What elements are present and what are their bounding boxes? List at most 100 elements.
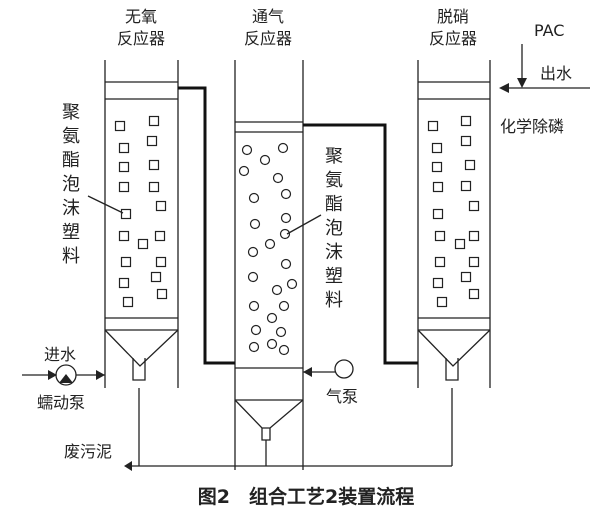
foam-carrier-square (431, 161, 443, 173)
foam-carrier-square (148, 115, 160, 127)
svg-text:泡: 泡 (325, 218, 343, 239)
foam-carrier-circle (286, 278, 298, 290)
pipe-aerated-to-denitrification (303, 123, 418, 365)
foam-carrier-square (432, 181, 444, 193)
foam-pointer-middle (286, 214, 322, 235)
air-pump-label: 气泵 (326, 387, 358, 406)
foam-label-left: 聚 氨 酯 泡 沫 塑 料 (62, 102, 80, 267)
air-pump-icon (334, 359, 354, 379)
foam-carrier-square (114, 120, 126, 132)
foam-carrier-square (434, 230, 446, 242)
anoxic-reactor (104, 60, 179, 388)
foam-carrier-square (118, 230, 130, 242)
foam-carrier-square (155, 256, 167, 268)
foam-carrier-circle (249, 218, 261, 230)
svg-text:酯: 酯 (325, 194, 343, 215)
foam-carriers-middle (238, 142, 298, 356)
denitrification-reactor (417, 60, 491, 388)
foam-carrier-circle (279, 228, 291, 240)
foam-carrier-circle (277, 142, 289, 154)
foam-carrier-circle (250, 324, 262, 336)
pac-label: PAC (534, 21, 564, 40)
foam-carriers-right (427, 115, 480, 308)
foam-carrier-circle (247, 271, 259, 283)
foam-carrier-square (155, 200, 167, 212)
foam-carriers-left (114, 115, 168, 308)
svg-text:泡: 泡 (62, 174, 80, 195)
pipe-anoxic-to-aerated (178, 86, 235, 365)
foam-carrier-square (431, 142, 443, 154)
svg-text:沫: 沫 (62, 198, 80, 219)
foam-carrier-square (464, 159, 476, 171)
foam-carrier-square (148, 181, 160, 193)
foam-carrier-square (460, 115, 472, 127)
foam-carrier-square (454, 238, 466, 250)
foam-carrier-square (468, 288, 480, 300)
foam-label-middle: 聚 氨 酯 泡 沫 塑 料 (325, 146, 343, 311)
waste-sludge-label: 废污泥 (64, 442, 112, 461)
foam-carrier-square (156, 288, 168, 300)
foam-carrier-square (137, 238, 149, 250)
foam-carrier-circle (278, 300, 290, 312)
air-arrow-icon (303, 367, 312, 377)
svg-text:沫: 沫 (325, 242, 343, 263)
anoxic-reactor-label-line2: 反应器 (117, 29, 165, 48)
foam-carrier-circle (278, 344, 290, 356)
foam-carrier-circle (272, 172, 284, 184)
foam-carrier-square (120, 208, 132, 220)
foam-carrier-square (118, 142, 130, 154)
foam-carrier-square (434, 256, 446, 268)
foam-carrier-square (118, 161, 130, 173)
foam-carrier-square (118, 277, 130, 289)
svg-text:聚: 聚 (325, 146, 343, 167)
svg-text:料: 料 (62, 246, 80, 267)
foam-carrier-square (118, 181, 130, 193)
foam-carrier-circle (264, 238, 276, 250)
peristaltic-pump-icon (55, 364, 77, 386)
foam-carrier-circle (275, 326, 287, 338)
figure-caption: 图2 组合工艺2装置流程 (198, 485, 414, 508)
svg-text:聚: 聚 (62, 102, 80, 123)
foam-carrier-square (468, 230, 480, 242)
foam-carrier-circle (280, 258, 292, 270)
svg-text:料: 料 (325, 290, 343, 311)
svg-text:酯: 酯 (62, 150, 80, 171)
inlet-arrow-icon (48, 370, 57, 380)
foam-carrier-square (122, 296, 134, 308)
foam-carrier-circle (248, 192, 260, 204)
foam-pointer-left (87, 195, 124, 214)
foam-carrier-square (460, 180, 472, 192)
waste-sludge-arrow-icon (124, 461, 132, 471)
foam-carrier-square (120, 256, 132, 268)
foam-carrier-square (432, 208, 444, 220)
foam-carrier-circle (280, 212, 292, 224)
outlet-label: 出水 (540, 64, 572, 83)
foam-carrier-square (146, 135, 158, 147)
anoxic-reactor-label-line1: 无氧 (125, 7, 157, 26)
svg-text:氨: 氨 (62, 126, 80, 147)
denitrification-reactor-label-line2: 反应器 (429, 29, 477, 48)
foam-carrier-circle (247, 246, 259, 258)
foam-carrier-circle (266, 312, 278, 324)
foam-carrier-square (427, 120, 439, 132)
foam-carrier-circle (271, 284, 283, 296)
foam-carrier-circle (248, 341, 260, 353)
svg-text:塑: 塑 (62, 222, 80, 243)
pump-arrow-icon (96, 370, 105, 380)
foam-carrier-circle (248, 300, 260, 312)
chem-p-removal-label: 化学除磷 (500, 117, 564, 136)
foam-carrier-circle (238, 165, 250, 177)
foam-carrier-square (432, 277, 444, 289)
foam-carrier-circle (280, 188, 292, 200)
svg-text:氨: 氨 (325, 170, 343, 191)
foam-carrier-square (460, 135, 472, 147)
aerated-reactor-label-line2: 反应器 (244, 29, 292, 48)
inlet-label: 进水 (44, 345, 76, 364)
foam-carrier-square (468, 256, 480, 268)
foam-carrier-square (436, 296, 448, 308)
foam-carrier-circle (241, 144, 253, 156)
foam-carrier-square (150, 271, 162, 283)
aerated-reactor (234, 60, 304, 470)
foam-carrier-circle (259, 154, 271, 166)
